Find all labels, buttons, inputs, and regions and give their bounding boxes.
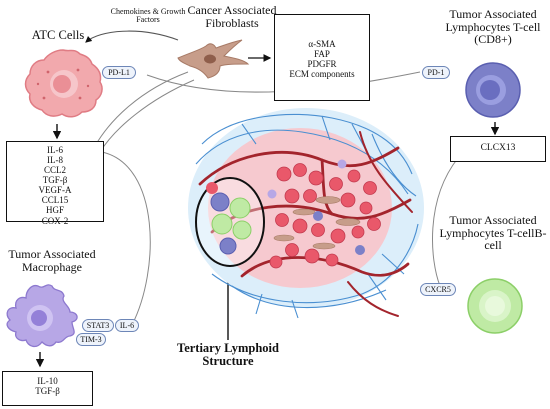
bcell-icon (467, 278, 523, 334)
caf-marker-1: FAP (314, 49, 330, 60)
cd8-marker-box: CLCX13 (450, 136, 546, 162)
macrophage-output-box: IL-10 TGF-β (2, 371, 93, 406)
atc-factor-5: CCL15 (41, 195, 69, 206)
macrophage-output-1: TGF-β (35, 386, 60, 397)
cd8-title: Tumor Associated Lymphocytes T-cell (CD8… (445, 7, 541, 47)
tls-title: Tertiary Lymphoid Structure (177, 341, 279, 369)
atc-factor-2: CCL2 (43, 165, 66, 176)
cd8-tcell-icon (465, 62, 521, 118)
atc-factor-1: IL-8 (47, 155, 63, 166)
chemokine-arrow (85, 30, 179, 43)
atc-factor-4: VEGF-A (38, 185, 72, 196)
atc-factor-7: COX-2 (41, 215, 69, 226)
atc-factor-box: IL-6 IL-8 CCL2 TGF-β VEGF-A CCL15 HGF CO… (6, 141, 104, 226)
atc-cell-icon (24, 49, 103, 118)
immune-cell-cluster (267, 159, 365, 255)
caf-marker-box: α-SMA FAP PDGFR ECM components (274, 14, 370, 101)
il6-link (101, 151, 151, 326)
caf-factor-link-b (99, 79, 195, 153)
fibroblast-cluster (273, 196, 361, 250)
atc-factor-3: TGF-β (42, 175, 68, 186)
bcell-title: Tumor Associated Lymphocytes T-cellB-cel… (439, 213, 547, 253)
lymphatic-network (195, 113, 419, 319)
macrophage-output-0: IL-10 (37, 376, 58, 386)
tls-lymphocytes (206, 182, 252, 255)
pd-1-badge: PD-1 (422, 66, 450, 79)
atc-factor-6: HGF (45, 205, 64, 216)
il6-badge: IL-6 (115, 319, 139, 332)
macrophage-title: Tumor Associated Macrophage (8, 247, 96, 274)
caf-marker-3: ECM components (289, 69, 355, 80)
caf-marker-2: PDGFR (307, 59, 337, 70)
macrophage-icon (6, 284, 78, 348)
clcx13-cxcr5-link (431, 157, 459, 287)
stat3-badge: STAT3 (82, 319, 114, 332)
fibroblast-icon (177, 39, 250, 79)
caf-marker-0: α-SMA (308, 39, 336, 49)
caf-factor-link-a (94, 71, 189, 147)
atc-factor-0: IL-6 (47, 145, 63, 155)
pd-l1-badge: PD-L1 (102, 66, 136, 79)
chemokine-note: Chemokines & Growth Factors (110, 7, 186, 25)
cxcr5-badge: CXCR5 (420, 283, 456, 296)
tumor-cell-cluster (269, 163, 381, 269)
tim3-badge: TIM-3 (76, 333, 106, 346)
tumor-microenvironment-illustration (188, 108, 424, 319)
atc-title: ATC Cells (31, 28, 85, 42)
caf-title: Cancer Associated Fibroblasts (187, 3, 277, 30)
